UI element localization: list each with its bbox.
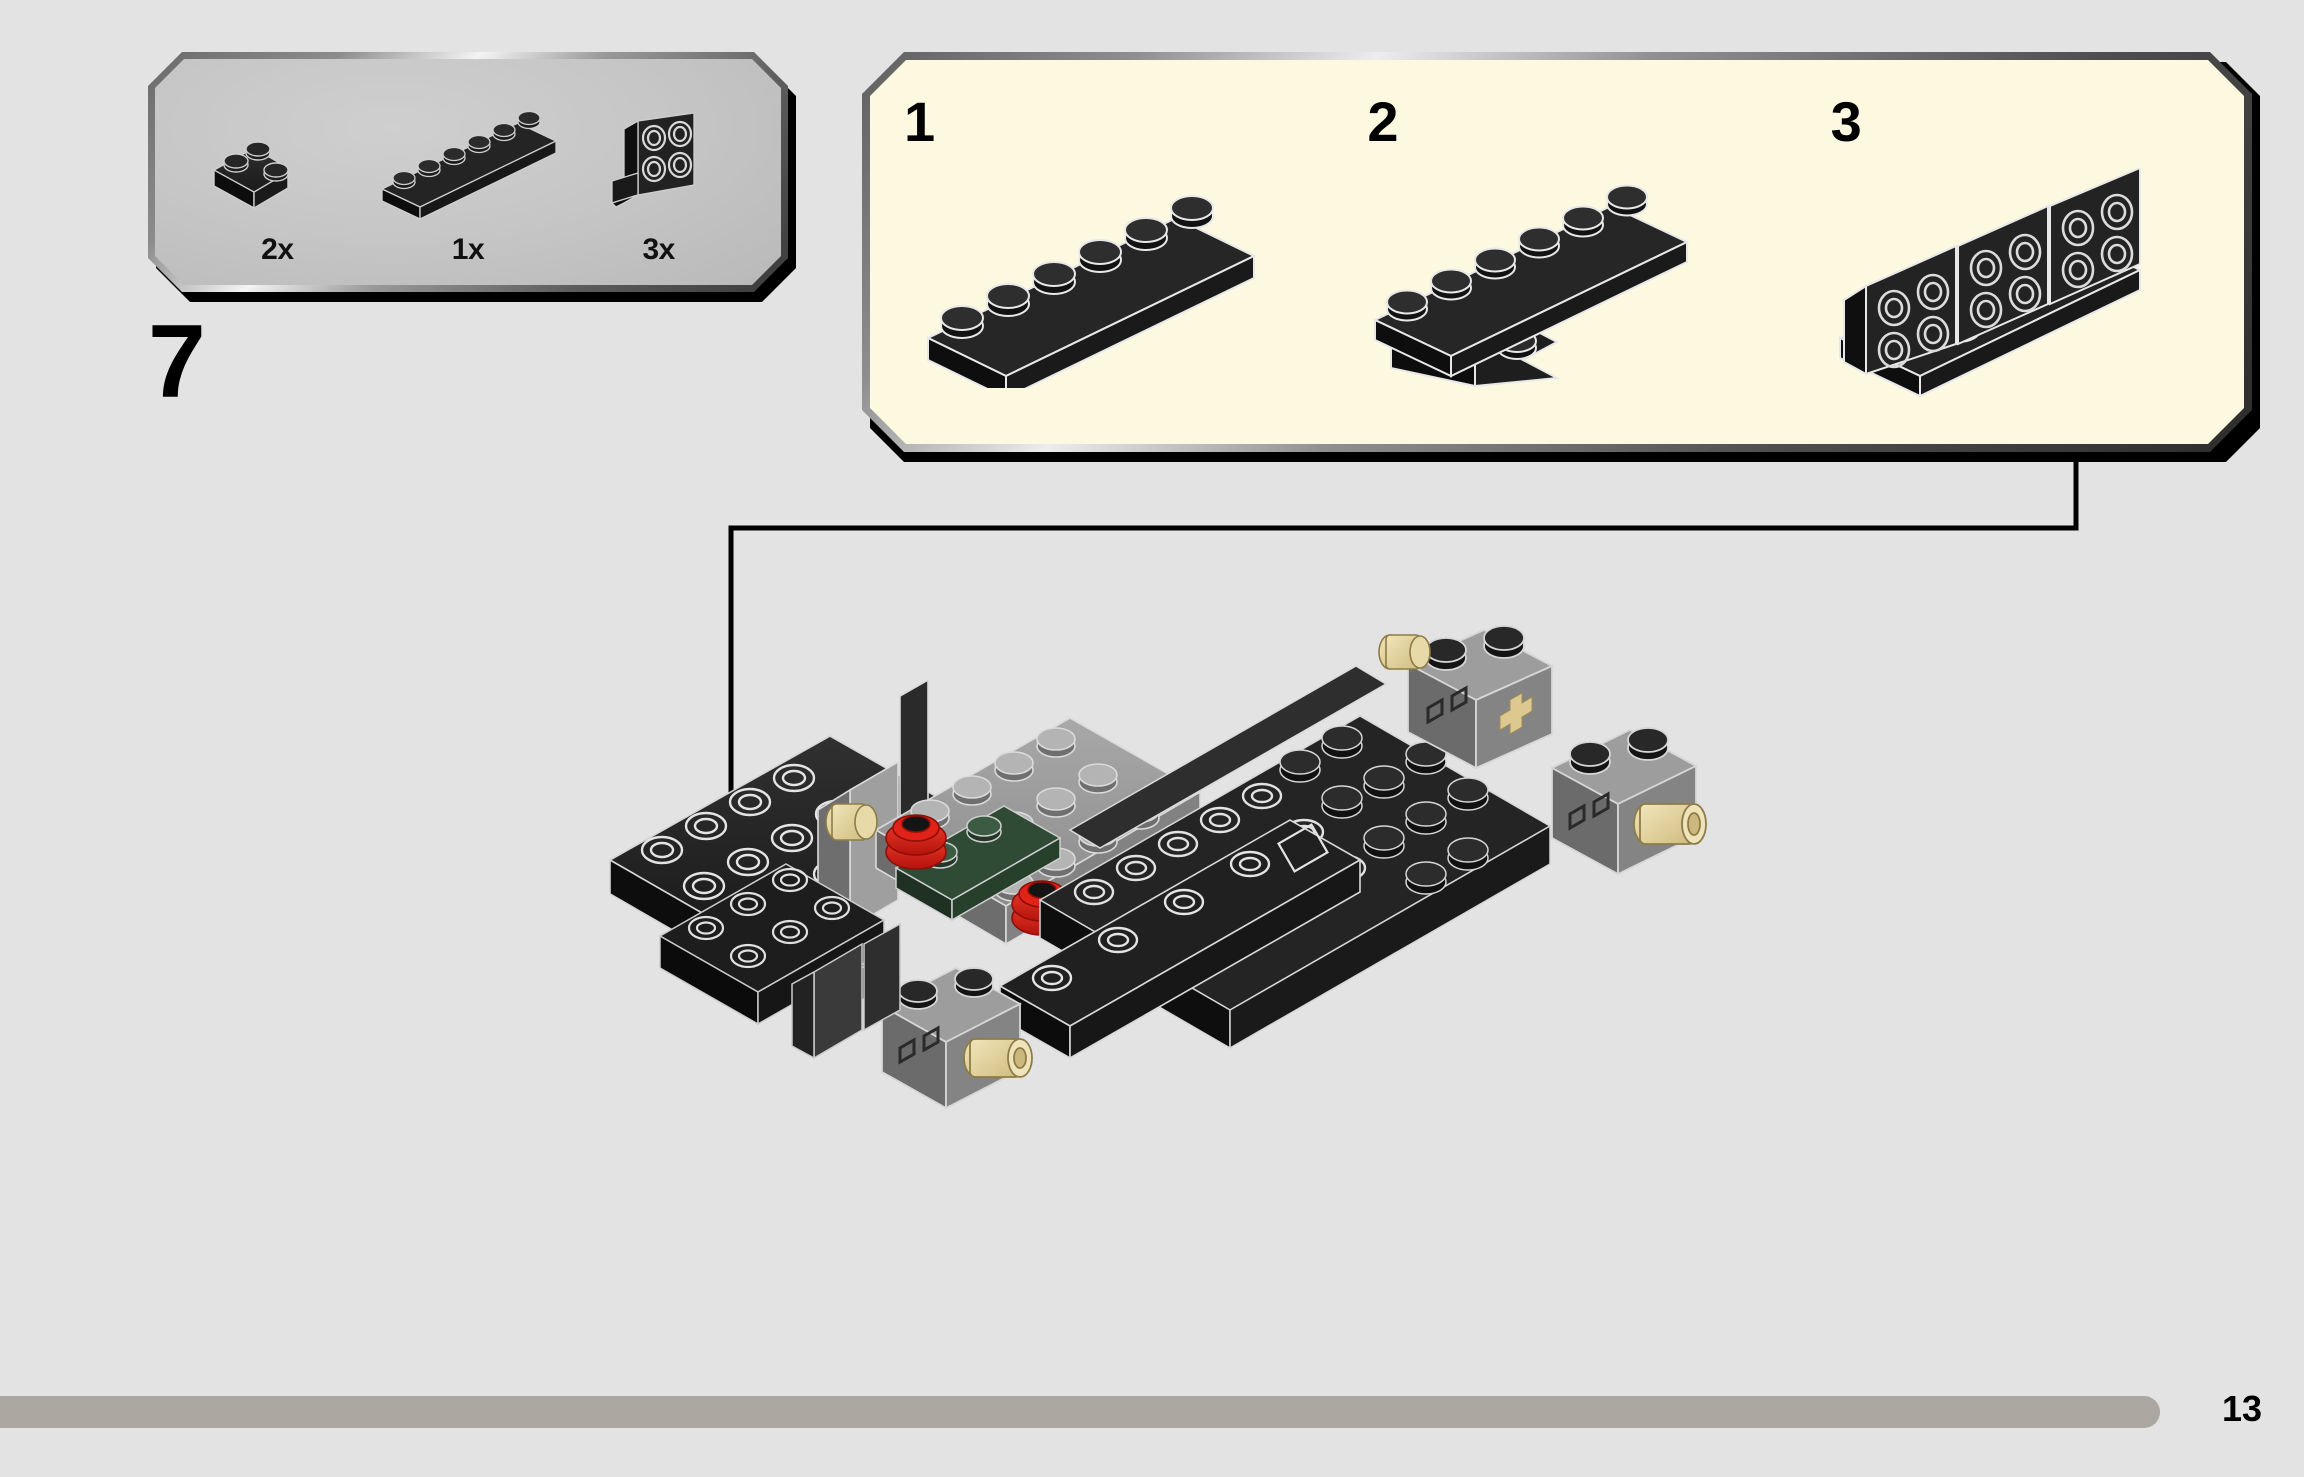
technic-brick-right (1550, 727, 1707, 876)
part-item: 1x (380, 77, 558, 267)
main-assembly-illustration (600, 600, 1850, 1300)
technic-brick-front (880, 966, 1033, 1110)
substep-2: 2 (1325, 52, 1788, 452)
lego-bracket-icon (594, 103, 724, 223)
dark-green-plate (894, 805, 1062, 922)
tan-axle-pin (825, 803, 878, 841)
substep-3: 3 (1789, 52, 2252, 452)
part-quantity: 2x (261, 233, 294, 266)
substep-label: 1 (904, 90, 936, 153)
substeps-list: 1 (862, 52, 2252, 452)
part-item: 3x (574, 77, 744, 267)
page-number: 13 (2222, 1388, 2263, 1429)
substep-1: 1 (862, 52, 1325, 452)
lego-plate-with-corner-icon (1325, 142, 1788, 434)
progress-bar (0, 1396, 2160, 1428)
step-number: 7 (148, 304, 206, 420)
lego-1x6-plate-icon (368, 103, 568, 223)
parts-inventory-box: 2x (148, 52, 788, 292)
center-fins (791, 922, 901, 1060)
lego-corner-plate-icon (202, 103, 352, 223)
lego-brackets-assembly-icon (1789, 142, 2252, 434)
substeps-panel: 1 (862, 52, 2252, 452)
substep-label: 2 (1367, 90, 1399, 153)
lego-1x6-plate-icon (862, 142, 1325, 434)
substep-label: 3 (1830, 90, 1862, 153)
technic-brick-upper (1378, 625, 1555, 770)
part-quantity: 3x (642, 233, 675, 266)
part-item: 2x (192, 77, 362, 267)
red-stud (885, 814, 947, 870)
part-quantity: 1x (451, 233, 485, 266)
parts-list: 2x (148, 52, 788, 292)
